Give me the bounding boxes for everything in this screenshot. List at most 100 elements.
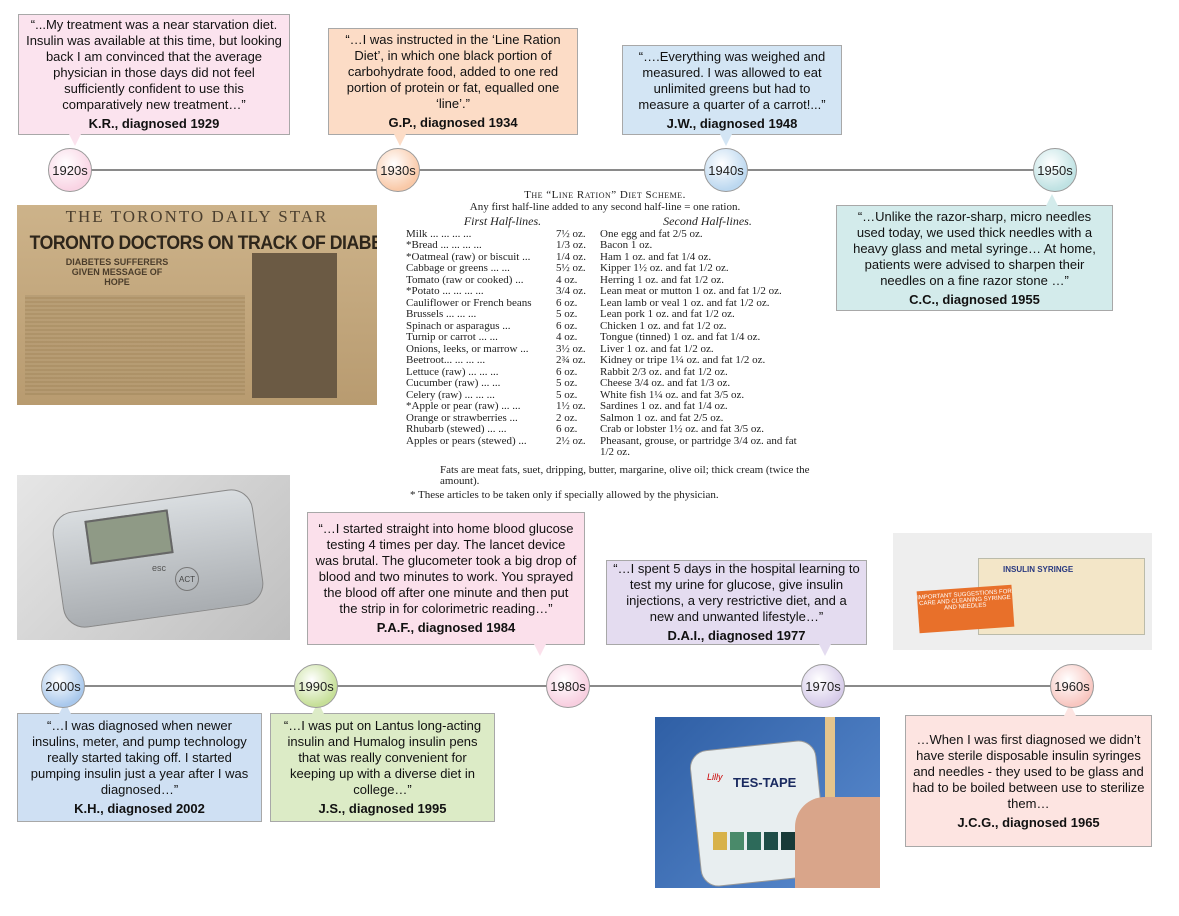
quote-box-1920s: “...My treatment was a near starvation d… xyxy=(18,14,290,135)
quote-attribution: J.C.G., diagnosed 1965 xyxy=(957,814,1100,830)
diet-food: Beetroot... ... ... ... xyxy=(406,354,486,366)
diet-amount: 1/3 oz. xyxy=(556,239,586,251)
diet-amount: 2½ oz. xyxy=(556,434,586,447)
quote-box-1930s: “…I was instructed in the ‘Line Ration D… xyxy=(328,28,578,135)
diet-row: Tomato (raw or cooked) ...4 oz.Herring 1… xyxy=(400,273,810,287)
diet-second-half: Tongue (tinned) 1 oz. and fat 1/4 oz. xyxy=(600,331,761,343)
diet-second-half: Cheese 3/4 oz. and fat 1/3 oz. xyxy=(600,377,731,389)
newspaper-image: THE TORONTO DAILY STAR TORONTO DOCTORS O… xyxy=(17,205,377,405)
tes-tape-name: TES-TAPE xyxy=(733,775,797,790)
quote-attribution: J.W., diagnosed 1948 xyxy=(666,115,798,131)
quote-text: …When I was first diagnosed we didn’t ha… xyxy=(912,731,1145,811)
diet-amount: 5 oz. xyxy=(556,377,578,389)
newspaper-masthead: THE TORONTO DAILY STAR xyxy=(65,207,329,226)
diet-amount: 2¾ oz. xyxy=(556,354,586,366)
callout-pointer xyxy=(819,644,831,656)
quote-text: “…I was put on Lantus long-acting insuli… xyxy=(283,718,482,797)
decade-node-1960s: 1960s xyxy=(1050,664,1094,708)
newspaper-photo xyxy=(252,253,337,398)
diet-row: *Bread ... ... ... ...1/3 oz.Bacon 1 oz. xyxy=(400,239,810,252)
diet-second-half: Liver 1 oz. and fat 1/2 oz. xyxy=(600,342,714,355)
quote-attribution: D.A.I., diagnosed 1977 xyxy=(667,628,806,643)
diet-second-half: Kipper 1½ oz. and fat 1/2 oz. xyxy=(600,262,729,274)
diet-food: Orange or strawberries ... xyxy=(406,411,518,424)
diet-row: *Potato ... ... ... ... 3/4 oz. Lean meat … xyxy=(400,285,810,298)
diet-second-half: Bacon 1 oz. xyxy=(600,239,653,251)
diet-second-half: Crab or lobster 1½ oz. and fat 3/5 oz. xyxy=(600,423,765,435)
diet-second-half: Kidney or tripe 1¼ oz. and fat 1/2 oz. xyxy=(600,354,766,366)
quote-attribution: C.C., diagnosed 1955 xyxy=(909,291,1040,307)
diet-food: Lettuce (raw) ... ... ... xyxy=(406,365,499,378)
quote-box-1990s: “…I was put on Lantus long-acting insuli… xyxy=(270,713,495,822)
callout-pointer xyxy=(720,134,732,146)
insulin-pump-image: esc ACT xyxy=(17,475,290,640)
diet-amount: 6 oz. xyxy=(556,296,578,309)
quote-box-1940s: “….Everything was weighed and measured. … xyxy=(622,45,842,135)
diet-amount: 1½ oz. xyxy=(556,400,586,412)
quote-text: “…I was instructed in the ‘Line Ration D… xyxy=(345,32,561,111)
decade-node-2000s: 2000s xyxy=(41,664,85,708)
diet-col1-header: First Half-lines. xyxy=(463,214,542,228)
diet-second-half: Lean lamb or veal 1 oz. and fat 1/2 oz. xyxy=(600,296,770,309)
diet-amount: 6 oz. xyxy=(556,423,578,435)
diet-row: *Oatmeal (raw) or biscuit ...1/4 oz.Ham … xyxy=(400,250,810,264)
callout-pointer xyxy=(534,644,546,656)
quote-attribution: P.A.F., diagnosed 1984 xyxy=(376,620,516,635)
diet-food: Apples or pears (stewed) ... xyxy=(406,434,527,447)
quote-text: “…I was diagnosed when newer insulins, m… xyxy=(30,718,249,797)
decade-node-1940s: 1940s xyxy=(704,148,748,192)
diet-second-half: Chicken 1 oz. and fat 1/2 oz. xyxy=(600,319,727,332)
diet-fats-note: Fats are meat fats, suet, dripping, butt… xyxy=(440,463,810,487)
diet-second-half: Sardines 1 oz. and fat 1/4 oz. xyxy=(600,400,728,412)
quote-box-1960s: …When I was first diagnosed we didn’t ha… xyxy=(905,715,1152,847)
diet-food: Spinach or asparagus ... xyxy=(406,319,511,332)
diet-row: Beetroot... ... ... ... 2¾ oz. Kidney or t… xyxy=(400,354,810,367)
diet-row: Apples or pears (stewed) ...2½ oz.Pheasa… xyxy=(400,434,810,459)
decade-node-1990s: 1990s xyxy=(294,664,338,708)
decade-node-1980s: 1980s xyxy=(546,664,590,708)
diet-title: The “Line Ration” Diet Scheme. xyxy=(524,189,686,201)
diet-row: Cabbage or greens ... ...5½ oz.Kipper 1½… xyxy=(400,262,810,275)
pump-act-button: ACT xyxy=(175,567,199,591)
diet-food: Turnip or carrot ... ... xyxy=(406,331,498,343)
quote-attribution: G.P., diagnosed 1934 xyxy=(388,115,518,130)
syringe-care-card: IMPORTANT SUGGESTIONS FOR CARE AND CLEAN… xyxy=(916,584,1015,634)
diet-row: Spinach or asparagus ...6 oz.Chicken 1 o… xyxy=(400,319,810,333)
diet-food: *Oatmeal (raw) or biscuit ... xyxy=(406,250,531,263)
diet-row: Celery (raw) ... ... ...5 oz.White fish … xyxy=(400,388,810,402)
quote-text: “…I spent 5 days in the hospital learnin… xyxy=(613,561,860,624)
quote-box-1970s: “…I spent 5 days in the hospital learnin… xyxy=(606,560,867,645)
diet-col2-header: Second Half-lines. xyxy=(663,214,752,228)
decade-node-1950s: 1950s xyxy=(1033,148,1077,192)
diet-amount: 3/4 oz. xyxy=(556,285,586,297)
quote-box-1950s: “…Unlike the razor-sharp, micro needles … xyxy=(836,205,1113,311)
diet-amount: 4 oz. xyxy=(556,331,578,343)
diet-amount: 5 oz. xyxy=(556,388,578,401)
diet-food: Rhubarb (stewed) ... ... xyxy=(406,423,507,435)
quote-attribution: K.R., diagnosed 1929 xyxy=(88,116,220,131)
diet-row: Brussels ... ... ...5 oz.Lean pork 1 oz.… xyxy=(400,308,810,321)
decade-node-1920s: 1920s xyxy=(48,148,92,192)
diet-row: Orange or strawberries ...2 oz.Salmon 1 … xyxy=(400,411,810,425)
quote-text: “...My treatment was a near starvation d… xyxy=(26,17,282,112)
diet-footnote: * These articles to be taken only if spe… xyxy=(410,488,719,501)
callout-pointer xyxy=(394,134,406,146)
diet-food: Cucumber (raw) ... ... xyxy=(406,377,501,389)
insulin-syringe-box-image: INSULIN SYRINGE IMPORTANT SUGGESTIONS FO… xyxy=(893,533,1152,650)
pump-esc-button: esc xyxy=(152,563,167,573)
quote-text: “…I started straight into home blood glu… xyxy=(315,521,577,616)
diet-amount: 5 oz. xyxy=(556,308,578,320)
diet-row: Rhubarb (stewed) ... ... 6 oz. Crab or lob… xyxy=(400,423,810,436)
newspaper-headline: TORONTO DOCTORS ON TRACK OF DIABETES CUR… xyxy=(29,233,377,254)
diet-row: Lettuce (raw) ... ... ...6 oz.Rabbit 2/3… xyxy=(400,365,810,379)
quote-attribution: K.H., diagnosed 2002 xyxy=(74,801,205,816)
diet-food: Tomato (raw or cooked) ... xyxy=(406,273,524,286)
diet-second-half: Lean meat or mutton 1 oz. and fat 1/2 oz… xyxy=(600,285,782,297)
diet-food: *Potato ... ... ... ... xyxy=(406,285,484,297)
timeline-axis-top xyxy=(70,169,1055,171)
diet-subtitle: Any first half-line added to any second … xyxy=(469,200,741,213)
diet-row: *Apple or pear (raw) ... ...1½ oz.Sardin… xyxy=(400,400,810,413)
callout-pointer xyxy=(69,134,81,146)
line-ration-diet-scheme: The “Line Ration” Diet Scheme. Any first… xyxy=(400,189,810,501)
